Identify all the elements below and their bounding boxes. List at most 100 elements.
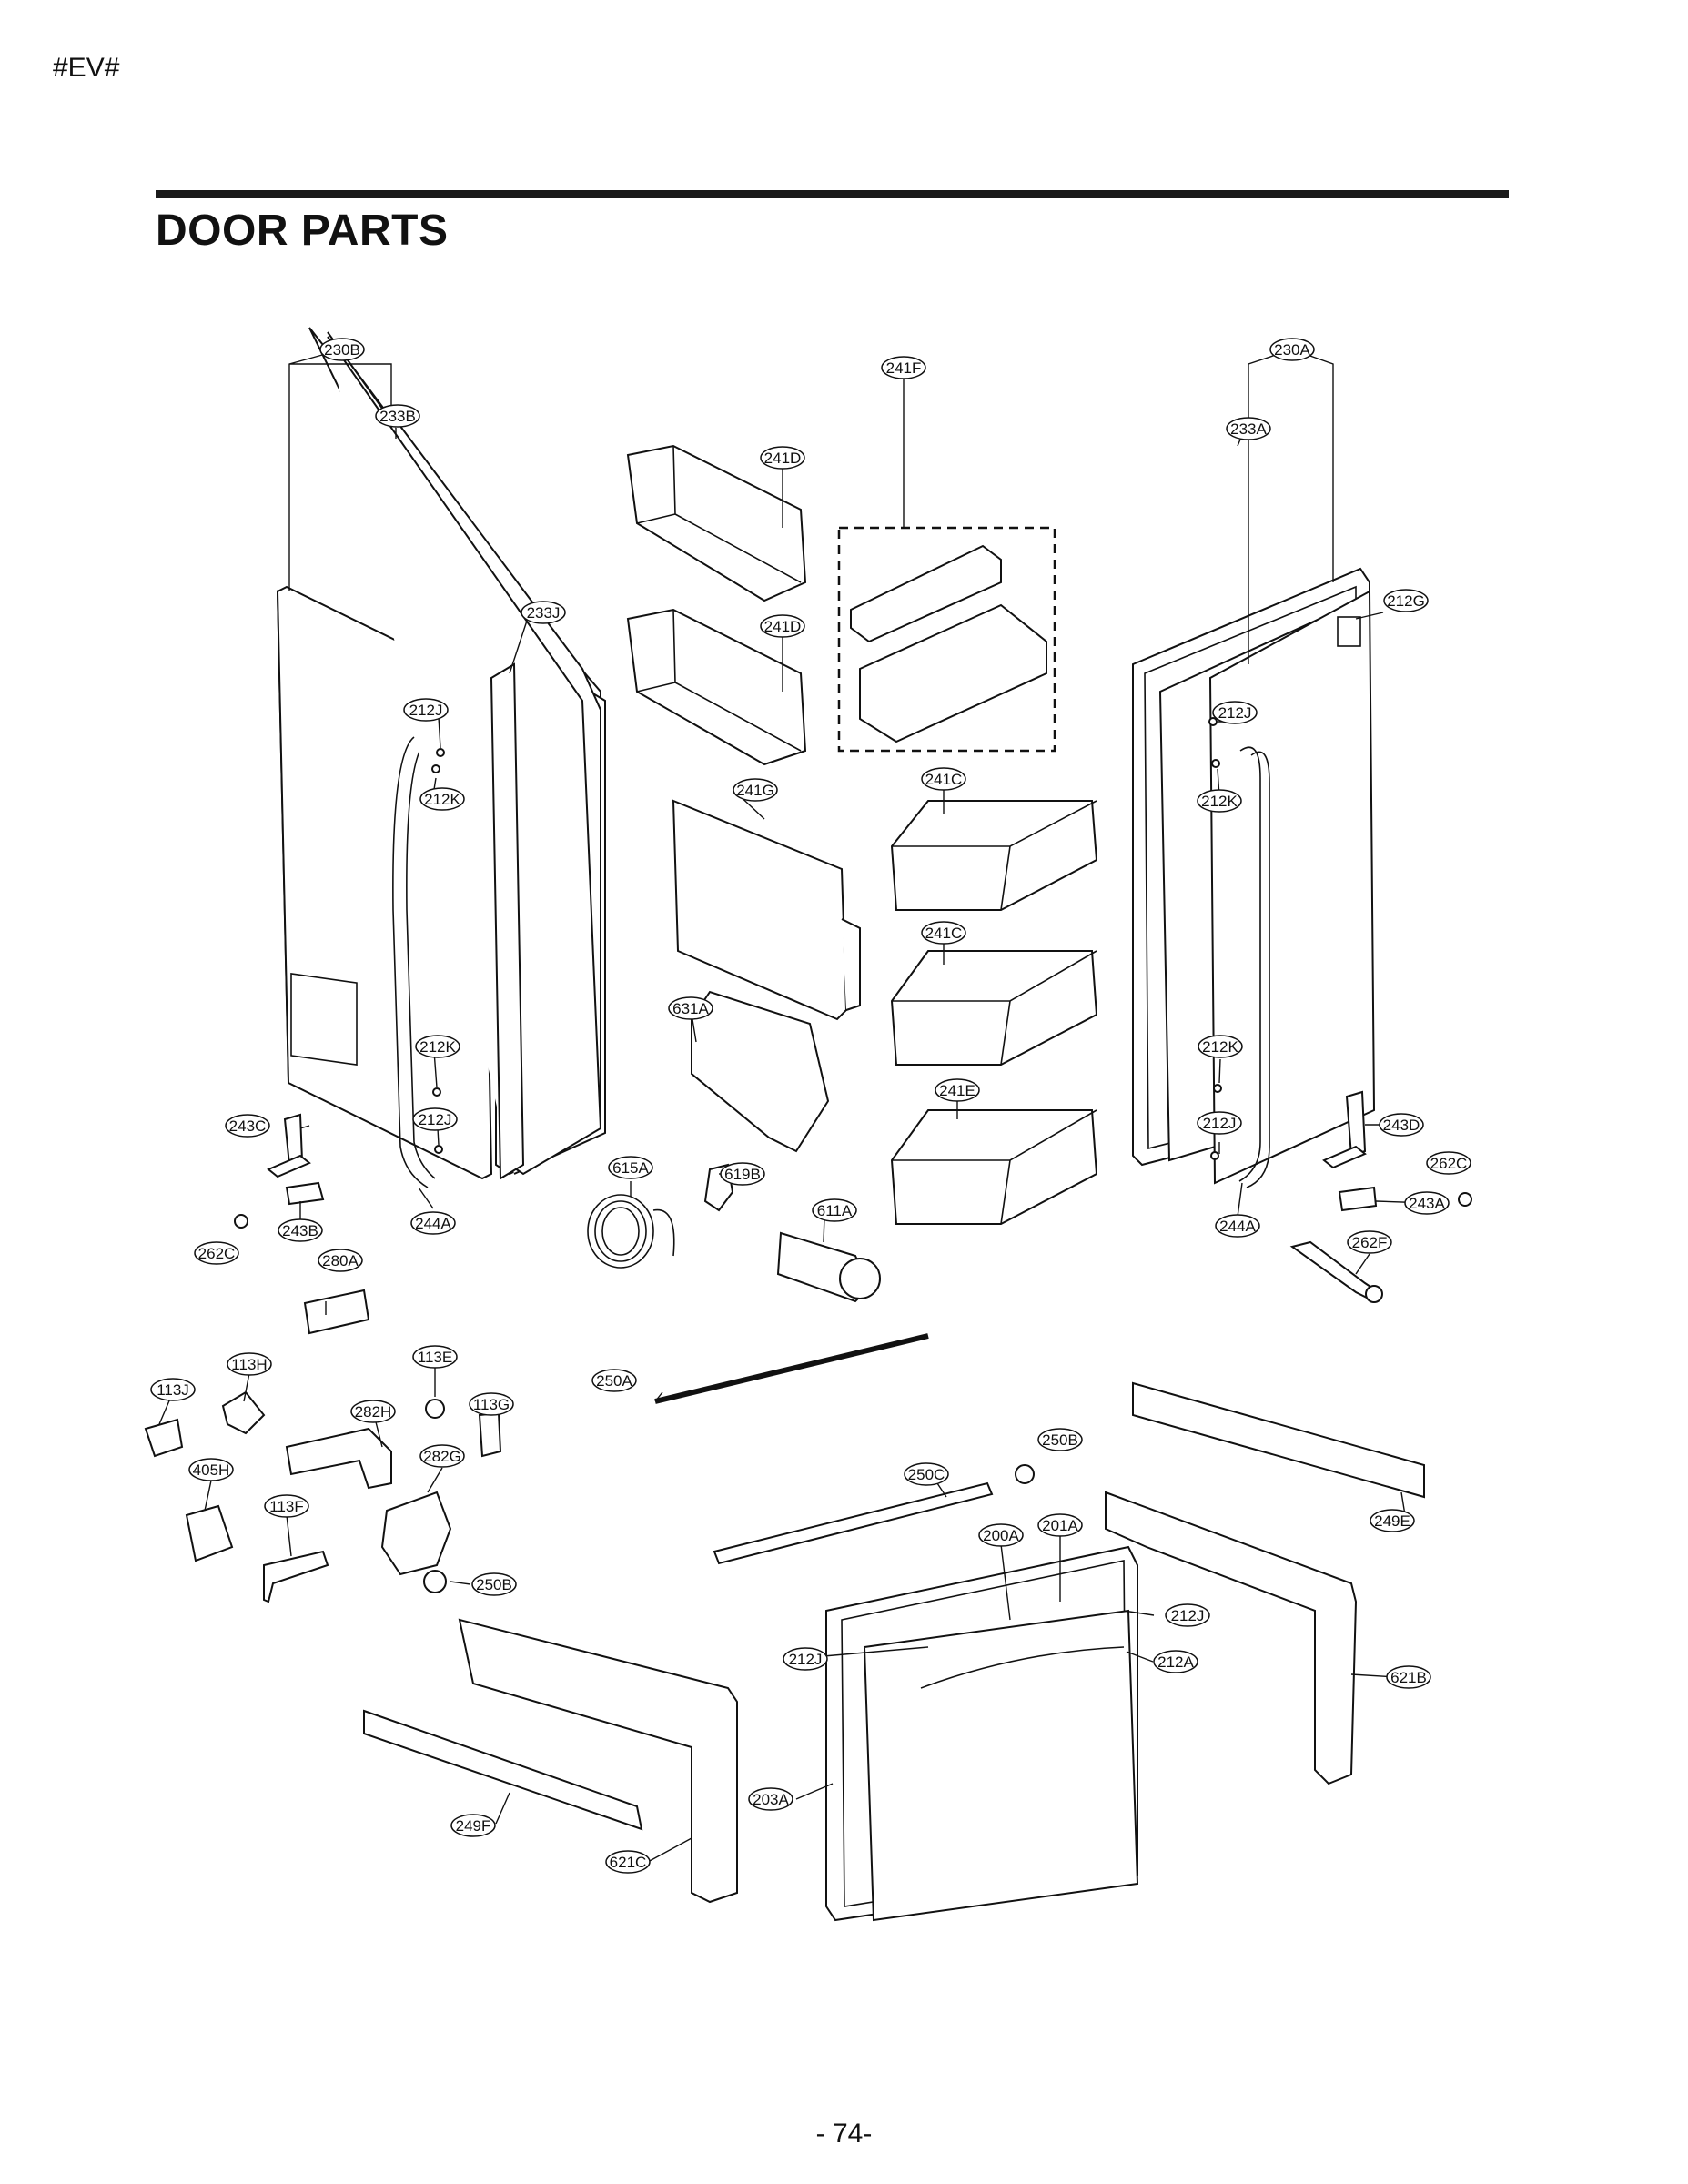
part-label-262f: 262F (1347, 1230, 1392, 1254)
part-label-text: 113F (269, 1498, 304, 1515)
part-label-text: 113J (157, 1381, 189, 1399)
part-label-text: 241F (886, 359, 922, 377)
part-label-212j: 212J (1212, 701, 1258, 724)
part-label-241d: 241D (760, 614, 805, 638)
part-label-text: 212J (1171, 1607, 1205, 1624)
part-label-212j: 212J (783, 1647, 828, 1671)
part-label-230a: 230A (1269, 338, 1315, 361)
part-label-text: 282G (423, 1448, 461, 1465)
part-label-text: 243A (1409, 1195, 1445, 1212)
part-label-bubble (194, 1241, 239, 1265)
part-label-bubble (410, 1211, 456, 1235)
part-label-bubble (812, 1198, 857, 1222)
part-label-bubble (471, 1572, 517, 1596)
part-label-262c: 262C (194, 1241, 239, 1265)
part-label-text: 212J (419, 1111, 452, 1128)
part-label-text: 405H (193, 1461, 230, 1479)
part-label-text: 262F (1352, 1234, 1388, 1251)
part-label-bubble (225, 1114, 270, 1138)
part-label-bubble (733, 778, 778, 802)
part-label-bubble (1165, 1603, 1210, 1627)
part-label-text: 611A (817, 1202, 853, 1219)
part-label-bubble (412, 1345, 458, 1369)
part-label-text: 615A (612, 1159, 649, 1177)
part-label-bubble (264, 1494, 309, 1518)
part-label-text: 212G (1387, 592, 1425, 610)
part-label-bubble (904, 1462, 949, 1486)
part-label-212k: 212K (415, 1035, 460, 1058)
part-label-text: 230A (1274, 341, 1310, 359)
part-label-615a: 615A (608, 1156, 653, 1179)
part-label-bubble (1037, 1513, 1083, 1537)
part-label-621c: 621C (605, 1850, 651, 1874)
part-label-bubble (415, 1035, 460, 1058)
part-label-bubble (1347, 1230, 1392, 1254)
part-label-text: 212K (1202, 1038, 1238, 1056)
part-label-text: 212J (1218, 704, 1252, 722)
lower-left-mechanisms (144, 1289, 502, 1603)
part-label-233b: 233B (375, 404, 420, 428)
part-label-text: 249F (456, 1817, 491, 1835)
part-label-212a: 212A (1153, 1650, 1198, 1673)
part-label-bubble (375, 404, 420, 428)
leader-lines (158, 349, 1430, 1863)
part-label-203a: 203A (748, 1787, 793, 1811)
part-label-text: 212K (424, 791, 460, 808)
part-label-text: 212J (789, 1651, 823, 1668)
part-label-631a: 631A (668, 996, 713, 1020)
part-label-bubble (278, 1218, 323, 1242)
part-label-113h: 113H (227, 1352, 272, 1376)
part-label-text: 621C (610, 1854, 647, 1871)
part-label-bubble (188, 1458, 234, 1481)
part-label-bubble (1404, 1191, 1450, 1215)
part-label-bubble (605, 1850, 651, 1874)
left-door-assembly (234, 327, 606, 1228)
part-label-250a: 250A (591, 1369, 637, 1392)
part-label-text: 621B (1390, 1669, 1427, 1686)
part-label-text: 250B (476, 1576, 512, 1593)
part-label-212j: 212J (1197, 1111, 1242, 1135)
part-label-text: 113H (231, 1356, 267, 1373)
part-label-212k: 212K (1197, 789, 1242, 813)
part-label-text: 233J (527, 604, 561, 622)
part-label-text: 250A (596, 1372, 632, 1390)
part-label-text: 262C (1430, 1155, 1468, 1172)
part-label-bubble (469, 1392, 514, 1416)
part-label-text: 212K (1201, 793, 1238, 810)
right-door-assembly (1132, 567, 1472, 1303)
part-label-text: 241G (736, 782, 774, 799)
part-label-bubble (668, 996, 713, 1020)
part-label-bubble (748, 1787, 793, 1811)
part-label-bubble (521, 601, 566, 624)
part-label-bubble (608, 1156, 653, 1179)
part-label-241d: 241D (760, 446, 805, 470)
part-label-text: 113E (418, 1349, 452, 1366)
part-label-243d: 243D (1379, 1113, 1424, 1137)
part-label-244a: 244A (410, 1211, 456, 1235)
part-label-bubble (150, 1378, 196, 1401)
part-label-text: 233B (379, 408, 416, 425)
part-label-212g: 212G (1383, 589, 1429, 612)
title-rule (156, 190, 1509, 198)
part-label-233a: 233A (1226, 417, 1271, 440)
part-label-282g: 282G (419, 1444, 465, 1468)
part-label-text: 243D (1383, 1117, 1420, 1134)
part-label-212j: 212J (403, 698, 449, 722)
part-label-241g: 241G (733, 778, 778, 802)
part-label-bubble (760, 614, 805, 638)
part-label-611a: 611A (812, 1198, 857, 1222)
part-label-text: 243B (282, 1222, 318, 1239)
part-label-bubble (591, 1369, 637, 1392)
part-label-619b: 619B (720, 1162, 765, 1186)
part-label-text: 282H (355, 1403, 392, 1421)
part-label-bubble (760, 446, 805, 470)
part-label-text: 212K (419, 1038, 456, 1056)
part-label-282h: 282H (350, 1400, 396, 1423)
part-label-241e: 241E (935, 1078, 980, 1102)
part-label-bubble (1379, 1113, 1424, 1137)
part-label-bubble (1153, 1650, 1198, 1673)
part-label-212j: 212J (412, 1107, 458, 1131)
part-label-241c: 241C (921, 767, 966, 791)
part-label-bubble (881, 356, 926, 379)
part-label-bubble (1197, 1111, 1242, 1135)
